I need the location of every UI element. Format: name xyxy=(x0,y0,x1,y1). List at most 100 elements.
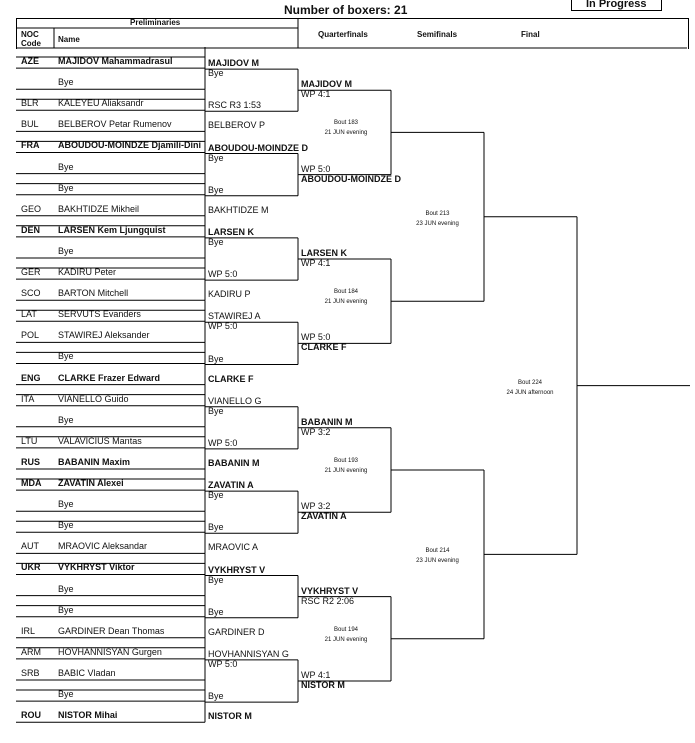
qf-bout-number: Bout 193 xyxy=(333,458,359,464)
prelim-result: Bye xyxy=(208,152,224,163)
entrant-name: BAKHTIDZE Mikheil xyxy=(58,203,140,214)
entrant-noc: SRB xyxy=(21,667,40,678)
prelim-bottom: GARDINER D xyxy=(208,626,265,637)
entrant-name: STAWIREJ Aleksander xyxy=(58,330,150,341)
entrant-noc: AUT xyxy=(21,541,39,552)
prelim-bottom: MRAOVIC A xyxy=(208,542,259,553)
qf-bout-date: 21 JUN evening xyxy=(324,468,368,474)
qf-top: VYKHRYST V xyxy=(301,585,359,596)
entrant-name: HOVHANNISYAN Gurgen xyxy=(58,646,162,657)
qf-bout-date: 21 JUN evening xyxy=(324,636,368,643)
qf-result: WP 4:1 xyxy=(301,258,331,268)
prelim-top: ZAVATIN A xyxy=(208,480,254,491)
prelim-result: Bye xyxy=(208,236,224,247)
sf-bout-date: 23 JUN evening xyxy=(416,558,459,565)
sf-bout-number: Bout 214 xyxy=(425,548,450,555)
prelim-bottom: KADIRU P xyxy=(208,289,251,300)
entrant-noc: DEN xyxy=(21,224,41,235)
table-header xyxy=(16,18,689,49)
prelim-top: MAJIDOV M xyxy=(208,58,260,69)
entrant-noc: POL xyxy=(21,330,40,341)
prelim-bottom: BAKHTIDZE M xyxy=(208,204,269,215)
entrant-noc: IRL xyxy=(21,625,36,636)
prelim-top: VYKHRYST V xyxy=(208,564,266,575)
entrant-noc: LAT xyxy=(21,309,37,320)
entrant-name: VALAVICIUS Mantas xyxy=(58,435,142,446)
qf-top: MAJIDOV M xyxy=(301,79,353,90)
entrant-name: MAJIDOV Mahammadrasul xyxy=(58,56,173,66)
prelim-top: Bye xyxy=(208,606,224,617)
entrant-name: BELBEROV Petar Rumenov xyxy=(58,119,172,130)
entrant-noc: BLR xyxy=(21,98,39,109)
qf-bottom: ABOUDOU-MOINDZE D xyxy=(301,173,401,184)
entrant-name: ABOUDOU-MOINDZE Djamili-Dini xyxy=(58,140,201,151)
qf-bout-number: Bout 184 xyxy=(333,289,359,296)
entrant-noc: ARM xyxy=(21,646,41,657)
prelim-result: Bye xyxy=(208,68,224,79)
prelim-result: WP 5:0 xyxy=(208,321,238,332)
entrant-name: Bye xyxy=(58,182,74,193)
prelim-top: HOVHANNISYAN G xyxy=(208,648,289,659)
entrant-noc: GEO xyxy=(21,203,42,214)
entrant-name: Bye xyxy=(58,245,74,256)
prelim-top: WP 5:0 xyxy=(208,269,238,280)
entrant-name: Bye xyxy=(58,351,74,362)
entrant-name: NISTOR Mihai xyxy=(58,710,118,721)
qf-result-2: WP 5:0 xyxy=(301,163,331,174)
entrant-noc: MDA xyxy=(21,478,42,488)
sf-bout-date: 23 JUN evening xyxy=(416,220,459,227)
entrant-name: VYKHRYST Viktor xyxy=(58,562,135,573)
qf-top: LARSEN K xyxy=(301,248,348,258)
prelim-top: LARSEN K xyxy=(208,226,255,237)
entrant-noc: ROU xyxy=(21,710,41,721)
qf-bout-date: 21 JUN evening xyxy=(324,130,368,137)
quarterfinals-heading: Quarterfinals xyxy=(318,30,368,39)
qf-result-2: WP 4:1 xyxy=(301,670,331,680)
prelim-top: VIANELLO G xyxy=(208,395,262,406)
prelim-result: Bye xyxy=(208,574,224,585)
entrant-name: SERVUTS Evanders xyxy=(58,309,141,320)
entrant-name: CLARKE Frazer Edward xyxy=(58,372,161,383)
entrant-noc: SCO xyxy=(21,288,41,299)
entrant-noc: AZE xyxy=(21,56,39,66)
entrant-name: BABANIN Maxim xyxy=(58,456,131,467)
entrant-noc: RUS xyxy=(21,456,41,467)
qf-result: RSC R2 2:06 xyxy=(301,595,355,606)
semifinals-heading: Semifinals xyxy=(417,30,458,39)
prelim-bottom: BABANIN M xyxy=(208,457,260,468)
prelim-top: STAWIREJ A xyxy=(208,311,261,322)
entrant-name: Bye xyxy=(58,689,74,699)
entrant-name: Bye xyxy=(58,520,74,531)
entrant-name: Bye xyxy=(58,161,74,172)
prelim-result: WP 5:0 xyxy=(208,658,238,669)
preliminaries-heading: Preliminaries xyxy=(130,18,181,27)
noc-code-heading: NOC Code xyxy=(21,30,41,48)
entrant-noc: ENG xyxy=(21,372,41,383)
entrant-noc: LTU xyxy=(21,435,38,446)
qf-bout-date: 21 JUN evening xyxy=(324,299,368,306)
noc-heading-line: NOC Code xyxy=(21,30,41,48)
entrant-name: Bye xyxy=(58,499,74,510)
entrant-name: Bye xyxy=(58,583,74,594)
entrant-noc: ITA xyxy=(21,393,35,404)
entrant-name: KADIRU Peter xyxy=(58,267,117,277)
prelim-bottom: BELBEROV P xyxy=(208,120,266,131)
qf-bout-number: Bout 183 xyxy=(333,120,359,127)
qf-result: WP 4:1 xyxy=(301,89,331,100)
prelim-top: ABOUDOU-MOINDZE D xyxy=(208,142,308,153)
entrant-name: ZAVATIN Alexei xyxy=(58,478,124,488)
entrant-name: LARSEN Kem Ljungquist xyxy=(58,224,166,235)
prelim-result: Bye xyxy=(208,405,224,416)
prelim-top: RSC R3 1:53 xyxy=(208,100,262,111)
prelim-bottom: CLARKE F xyxy=(208,373,254,384)
qf-bout-number: Bout 194 xyxy=(333,626,359,633)
entrant-name: BABIC Vladan xyxy=(58,667,116,678)
prelim-top: Bye xyxy=(208,353,224,364)
status-badge: In Progress xyxy=(571,0,662,11)
prelim-top: Bye xyxy=(208,691,224,702)
qf-result: WP 3:2 xyxy=(301,426,331,437)
prelim-bottom: NISTOR M xyxy=(208,711,252,722)
entrant-name: KALEYEU Aliaksandr xyxy=(58,98,144,109)
final-heading: Final xyxy=(521,30,540,39)
